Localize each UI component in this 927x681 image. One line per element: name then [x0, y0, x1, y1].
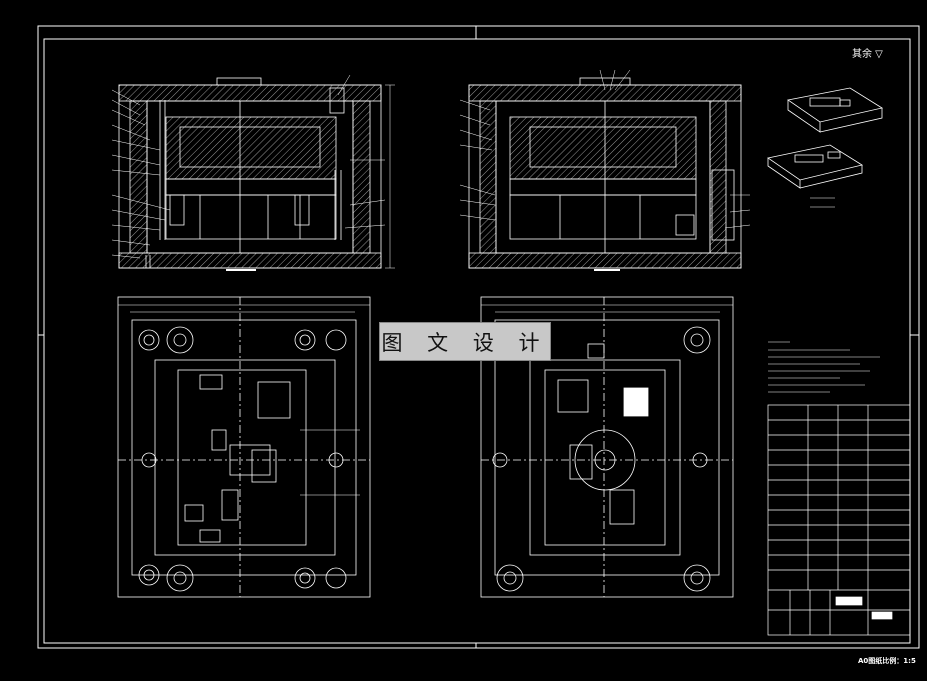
- technical-notes: [768, 341, 880, 393]
- watermark-label: 图 文 设 计: [379, 322, 551, 361]
- isometric-part-views: [767, 87, 884, 208]
- outer-frame: [37, 25, 920, 649]
- plan-view-moving-half: [480, 296, 734, 598]
- bill-of-materials-table: [767, 404, 911, 636]
- plan-view-fixed-half: [117, 296, 371, 598]
- section-view-b: [459, 69, 751, 271]
- surface-roughness-note: 其余 ▽: [852, 49, 883, 60]
- section-view-a: [111, 74, 395, 271]
- inner-frame: [43, 38, 911, 644]
- drawing-scale-note: A0图纸比例：1:5: [858, 657, 916, 665]
